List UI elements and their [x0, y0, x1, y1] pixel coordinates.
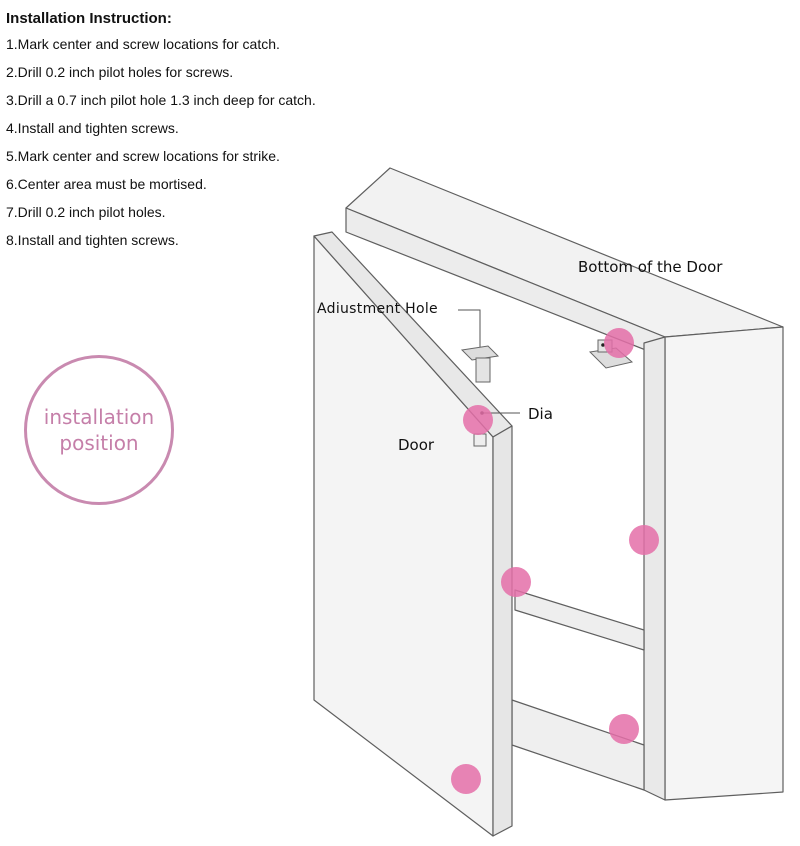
- instruction-step-5: 5.Mark center and screw locations for st…: [6, 148, 280, 164]
- label-dia: Dia: [528, 405, 553, 423]
- marker-shelf: [501, 567, 531, 597]
- marker-door-bottom: [451, 764, 481, 794]
- instructions-panel: Installation Instruction: 1.Mark center …: [6, 8, 426, 254]
- instruction-step-1: 1.Mark center and screw locations for ca…: [6, 36, 280, 52]
- instruction-step-8: 8.Install and tighten screws.: [6, 232, 179, 248]
- instruction-step-3: 3.Drill a 0.7 inch pilot hole 1.3 inch d…: [6, 92, 316, 108]
- instruction-step-2: 2.Drill 0.2 inch pilot holes for screws.: [6, 64, 234, 80]
- label-bottom-of-door: Bottom of the Door: [578, 258, 723, 276]
- marker-strike: [604, 328, 634, 358]
- instruction-step-4: 4.Install and tighten screws.: [6, 120, 179, 136]
- cabinet-shelf-top: [514, 589, 645, 651]
- marker-bottom-rail: [609, 714, 639, 744]
- marker-catch: [463, 405, 493, 435]
- instruction-step-7: 7.Drill 0.2 inch pilot holes.: [6, 204, 166, 220]
- label-door: Door: [398, 436, 435, 454]
- cabinet-right-side: [664, 326, 784, 801]
- label-adjustment-hole: Adiustment Hole: [317, 301, 438, 317]
- cabinet-bottom-rail: [511, 699, 645, 791]
- door-side-edge: [492, 425, 513, 837]
- instruction-step-6: 6.Center area must be mortised.: [6, 176, 207, 192]
- cabinet-right-edge: [643, 336, 666, 801]
- installation-position-badge: installation position: [24, 355, 174, 505]
- badge-line-2: position: [59, 431, 139, 455]
- badge-line-1: installation: [43, 405, 155, 429]
- strike-dot: [601, 343, 605, 347]
- adjustment-hole-leader: [458, 309, 481, 348]
- instructions-title: Installation Instruction:: [6, 10, 172, 27]
- marker-right-side: [629, 525, 659, 555]
